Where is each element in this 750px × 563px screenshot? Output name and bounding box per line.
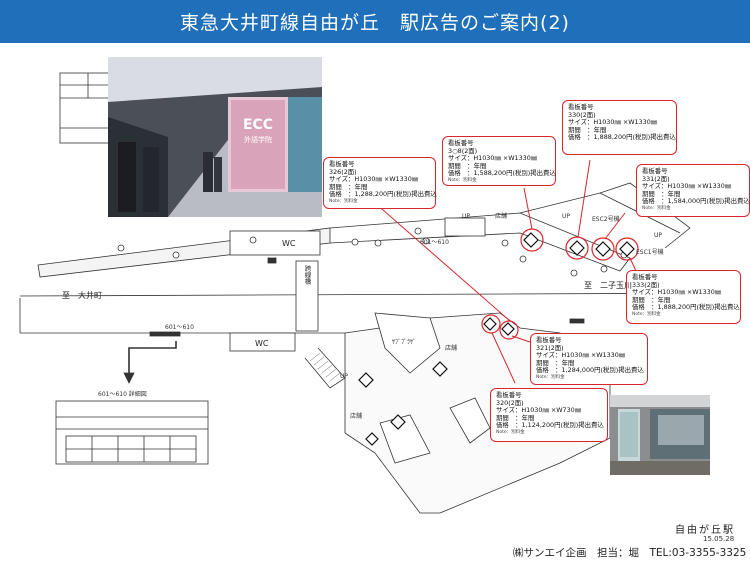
- platform-photo: ECC 外語学院: [108, 57, 322, 217]
- callout-line: 321(2面): [536, 343, 564, 352]
- callout-line: 期間 ：年間: [496, 413, 535, 422]
- callout-line: 価格 ：1,888,200円(税別)掲出費込: [568, 133, 676, 142]
- label-oimachi: 至 大井町: [62, 291, 102, 300]
- callout-line: 326(2面): [329, 167, 357, 176]
- callout-note: Note：別料金: [642, 205, 671, 211]
- station-photo-image: [610, 395, 710, 475]
- label-up-2: UP: [562, 213, 571, 220]
- callout-line: 看板番号: [496, 391, 522, 399]
- label-wc-lower: WC: [255, 339, 269, 348]
- label-up-3: UP: [340, 373, 349, 380]
- station-photo: [610, 395, 710, 475]
- callout-line: 330(2面): [568, 110, 596, 119]
- header-bar: 東急大井町線自由が丘 駅広告のご案内(2): [0, 0, 750, 43]
- callout-line: サイズ：H1030㎜ ×W1330㎜: [329, 175, 419, 184]
- callout-line: サイズ：H1030㎜ ×W1330㎜: [536, 351, 626, 360]
- ad-callout-320: 看板番号 320(2面) サイズ：H1030㎜ ×W730㎜ 期間 ：年間 価格…: [490, 388, 608, 442]
- label-detail: 601～610 詳細図: [98, 391, 147, 398]
- ad-callout-330: 看板番号 330(2面) サイズ：H1030㎜ ×W1330㎜ 期間 ：年間 価…: [562, 100, 677, 155]
- callout-line: サイズ：H1030㎜ ×W730㎜: [496, 406, 582, 415]
- callout-line: 320(2面): [496, 398, 524, 407]
- label-esc2: ESC2号機: [592, 216, 620, 223]
- callout-line: 期間 ：年間: [568, 125, 607, 134]
- callout-line: 331(2面): [642, 174, 670, 183]
- drawing-date: 15.05.28: [703, 535, 735, 543]
- callout-line: 3○8(2面): [448, 146, 478, 155]
- label-wc-upper: WC: [282, 239, 296, 248]
- platform-photo-image: ECC 外語学院: [108, 57, 322, 217]
- ad-callout-333: 看板番号 333(2面) サイズ：H1030㎜ ×W1330㎜ 期間 ：年間 価…: [626, 270, 741, 324]
- label-futako: 至 二子玉川: [584, 281, 632, 290]
- callout-line: 価格 ：1,584,000円(税別)掲出費込: [642, 197, 750, 206]
- floor-plan: ECC 外語学院 看板番号 330(2面) サイズ：H1030㎜ ×W1330㎜…: [0, 43, 750, 543]
- ad-callout-326: 看板番号 326(2面) サイズ：H1030㎜ ×W1330㎜ 期間 ：年間 価…: [323, 157, 437, 209]
- callout-note: Note：別料金: [632, 311, 661, 317]
- callout-line: 333(2面): [632, 280, 660, 289]
- callout-line: サイズ：H1030㎜ ×W1330㎜: [568, 118, 658, 127]
- callout-note: Note：別料金: [448, 177, 477, 183]
- label-range: 601～610: [165, 324, 194, 331]
- callout-line: 価格 ：1,588,200円(税別)掲出費込: [448, 169, 556, 178]
- platform-ad-sub: 外語学院: [244, 135, 272, 144]
- callout-note: Note：別料金: [536, 374, 565, 380]
- callout-line: 看板番号: [568, 103, 594, 111]
- ad-callout-321: 看板番号 321(2面) サイズ：H1030㎜ ×W1330㎜ 期間 ：年間 価…: [530, 333, 648, 385]
- station-floor-plan-drawing: [19, 72, 741, 514]
- label-range-2: 601～610: [420, 239, 449, 246]
- label-shop-1: 店舗: [495, 213, 508, 220]
- callout-line: 看板番号: [642, 167, 668, 175]
- contact-footer: ㈱サンエイ企画 担当：堀 TEL:03-3355-3325: [513, 547, 747, 559]
- ad-callout-308: 看板番号 3○8(2面) サイズ：H1030㎜ ×W1330㎜ 期間 ：年間 価…: [442, 136, 556, 186]
- label-plaza: ｻﾌﾞﾌﾟﾗｻﾞ: [392, 339, 417, 346]
- callout-line: サイズ：H1030㎜ ×W1330㎜: [642, 182, 732, 191]
- callout-line: 看板番号: [536, 336, 562, 344]
- callout-note: Note：別料金: [329, 198, 358, 204]
- station-name: 自由が丘駅: [675, 525, 735, 536]
- callout-line: 価格 ：1,288,200円(税別)掲出費込: [329, 190, 437, 199]
- callout-line: 期間 ：年間: [632, 295, 671, 304]
- label-shop-2: 店舗: [350, 413, 363, 420]
- callout-line: サイズ：H1030㎜ ×W1330㎜: [632, 288, 722, 297]
- ad-callout-331: 看板番号 331(2面) サイズ：H1030㎜ ×W1330㎜ 期間 ：年間 価…: [636, 164, 750, 217]
- callout-line: 期間 ：年間: [536, 358, 575, 367]
- label-up-4: UP: [654, 232, 663, 239]
- page-title: 東急大井町線自由が丘 駅広告のご案内(2): [180, 12, 570, 34]
- callout-line: 期間 ：年間: [448, 161, 487, 170]
- callout-line: 期間 ：年間: [329, 182, 368, 191]
- label-crossing: 跨線橋: [303, 265, 311, 285]
- callout-line: 期間 ：年間: [642, 189, 681, 198]
- platform-ad-text: ECC: [243, 117, 273, 133]
- label-shop-3: 店舗: [445, 345, 458, 352]
- callout-line: 看板番号: [448, 139, 474, 147]
- label-esc1: ESC1号機: [636, 249, 664, 256]
- label-up-1: UP: [462, 213, 471, 220]
- callout-line: 看板番号: [329, 160, 355, 168]
- callout-line: 価格 ：1,888,200円(税別)掲出費込: [632, 303, 740, 312]
- callout-note: Note：別料金: [496, 429, 525, 435]
- callout-line: 看板番号: [632, 273, 658, 281]
- callout-line: 価格 ：1,124,200円(税別)掲出費込: [496, 421, 604, 430]
- callout-line: 価格 ：1,284,000円(税別)掲出費込: [536, 366, 644, 375]
- callout-line: サイズ：H1030㎜ ×W1330㎜: [448, 154, 538, 163]
